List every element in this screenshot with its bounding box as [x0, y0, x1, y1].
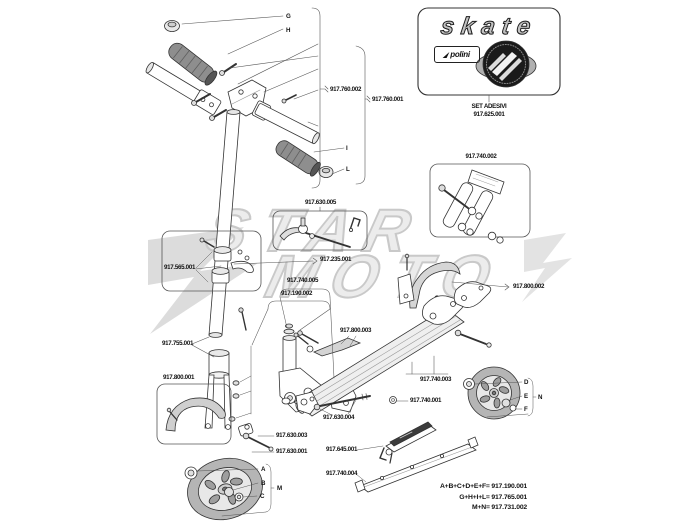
skate-logo: skate [438, 13, 540, 41]
part-label-917-630-005: 917.630.005 [304, 199, 337, 206]
part-label-917-740-003: 917.740.003 [420, 376, 452, 383]
part-label-917-645-001: 917.645.001 [326, 446, 358, 453]
grip-left-part [168, 42, 218, 86]
sticker-set-caption-line2: 917.625.001 [473, 111, 505, 118]
rear-rail-part [354, 436, 479, 493]
part-label-917-630-003: 917.630.003 [276, 432, 308, 439]
folding-clamp-kit-box [161, 230, 262, 292]
polini-flash-icon [442, 51, 450, 58]
part-label-917-800-001: 917.800.001 [163, 374, 195, 381]
brake-pedal-part [293, 332, 362, 357]
part-label-917-755-001: 917.755.001 [162, 340, 194, 347]
kit-formula-wheels-abcdef: A+B+C+D+E+F= 917.190.001 [439, 483, 527, 490]
sticker-set-caption: SET ADESIVI 917.625.001 [452, 103, 526, 119]
brake-lever-kit-box [272, 206, 368, 251]
polini-logo-text: polini [450, 50, 470, 59]
part-letter-f: F [524, 406, 528, 413]
part-letter-b: B [261, 480, 266, 487]
rear-mudguard-part [397, 253, 510, 309]
front-mudguard-kit-box [156, 383, 232, 445]
part-label-917-740-004: 917.740.004 [326, 470, 358, 477]
grip-cap-right-part [318, 166, 334, 178]
leader-lines [191, 257, 449, 404]
handlebar-tube-right-part [251, 100, 320, 145]
part-label-917-630-001: 917.630.001 [276, 448, 308, 455]
rear-fork-kit-box [429, 163, 531, 244]
part-letter-h: H [286, 27, 291, 34]
part-letter-i: I [346, 145, 348, 152]
sticker-set-box [417, 7, 561, 103]
part-label-917-235-001: 917.235.001 [320, 256, 352, 263]
rear-swingarm-parts [422, 281, 492, 348]
front-fork-part [204, 345, 252, 430]
grip-right-part [275, 140, 321, 177]
part-letter-l: L [346, 166, 350, 173]
part-letter-a: A [261, 466, 266, 473]
part-label-917-760-002: 917.760.002 [330, 86, 362, 93]
steering-column-part [208, 109, 247, 338]
grip-cap-left-part [164, 20, 180, 32]
kit-formula-mn: M+N= 917.731.002 [472, 504, 527, 512]
kit-formulas: A+B+C+D+E+F= 917.190.001 G+H+I+L= 917.76… [440, 482, 527, 514]
part-label-917-190-002: 917.190.002 [281, 290, 313, 297]
part-label-917-740-001: 917.740.001 [410, 397, 442, 404]
part-label-917-800-003: 917.800.003 [340, 327, 372, 334]
part-label-917-740-005: 917.740.005 [287, 277, 319, 284]
part-label-917-800-002: 917.800.002 [513, 283, 545, 290]
part-letter-d: D [524, 379, 529, 386]
kit-formula-grips-ghil: G+H+I+L= 917.765.001 [459, 493, 527, 501]
handlebar-leader-lines [181, 7, 371, 189]
polini-round-badge [475, 40, 537, 88]
rear-wheel-part [463, 366, 537, 420]
front-wheel-part [184, 457, 275, 521]
front-brake-caliper-parts [238, 423, 275, 453]
part-letter-m: M [277, 485, 283, 492]
part-label-917-740-002: 917.740.002 [465, 153, 497, 160]
part-label-917-630-004: 917.630.004 [323, 414, 355, 421]
part-letter-c: C [260, 493, 265, 500]
sticker-set-caption-line1: SET ADESIVI [471, 103, 507, 110]
part-label-917-760-001: 917.760.001 [372, 96, 404, 103]
kickstand-part [356, 421, 437, 464]
part-letter-g: G [286, 13, 291, 20]
rear-brake-axle-parts [281, 391, 371, 415]
part-letter-n: N [538, 394, 543, 401]
part-label-917-565-001: 917.565.001 [164, 264, 196, 271]
part-letter-e: E [524, 393, 529, 400]
polini-logo: polini [434, 46, 480, 63]
